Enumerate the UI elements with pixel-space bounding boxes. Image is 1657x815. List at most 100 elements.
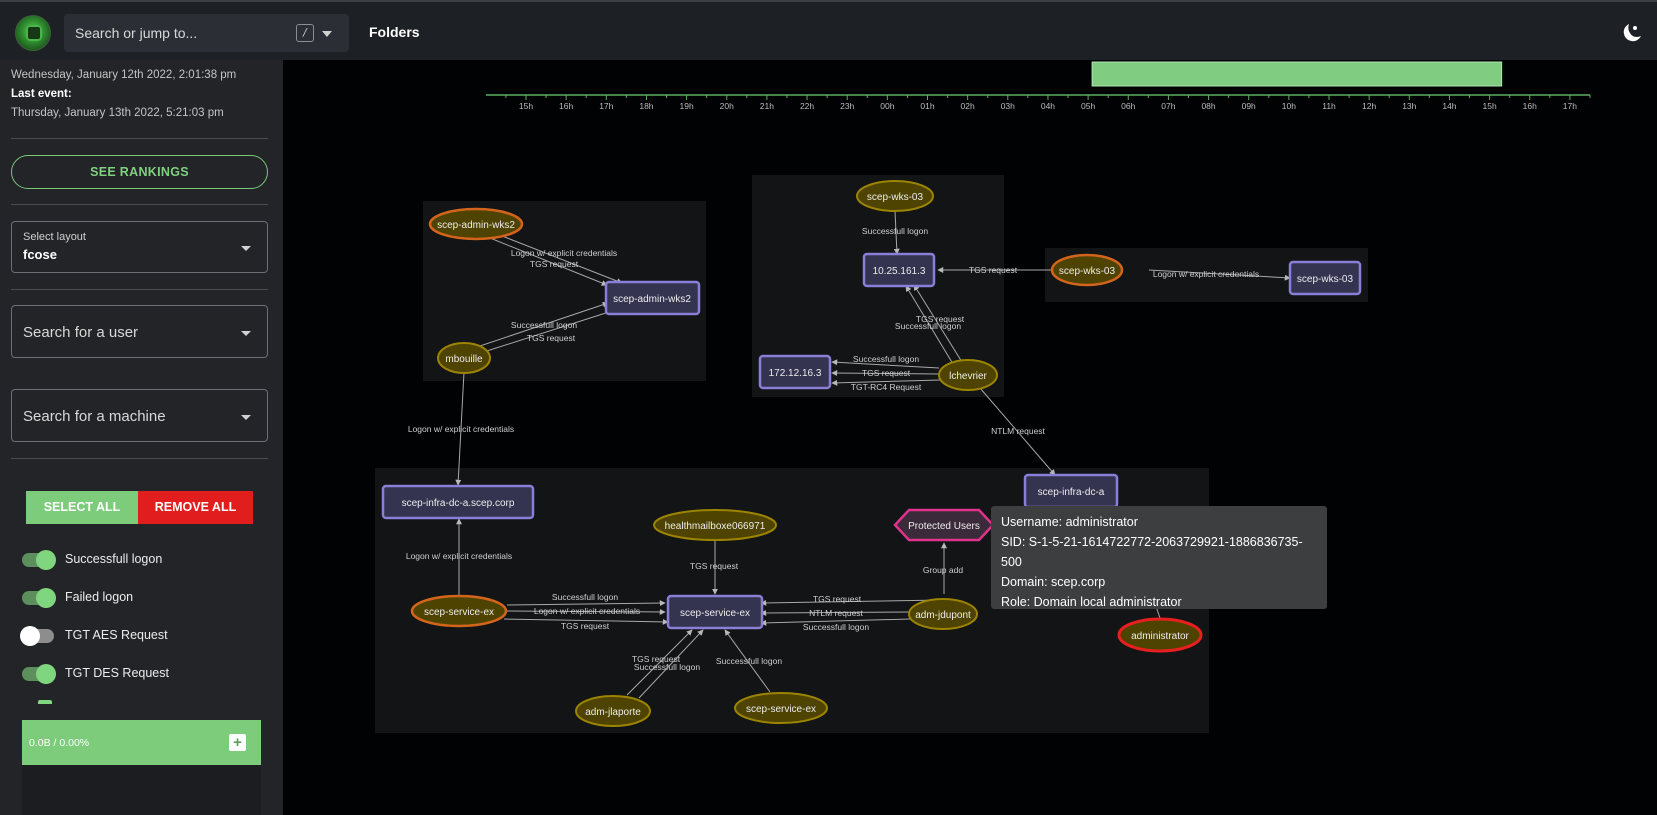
- app-logo[interactable]: [15, 15, 51, 51]
- user-node-label: healthmailboxe066971: [665, 521, 766, 532]
- user-node-shape[interactable]: [410, 594, 508, 628]
- edge-label: Logon w/ explicit credentials: [511, 248, 617, 258]
- tooltip-domain: Domain: scep.corp: [1001, 575, 1106, 589]
- user-node-shape[interactable]: [428, 207, 524, 241]
- timeline-tick-label: 05h: [1081, 101, 1095, 111]
- graph-edge[interactable]: [913, 284, 963, 363]
- first-event-time: Wednesday, January 12th 2022, 2:01:38 pm: [11, 69, 237, 81]
- graph-edge[interactable]: [503, 618, 669, 625]
- graph-edge[interactable]: [496, 233, 623, 284]
- edge-label: TGS request: [969, 265, 1018, 275]
- timeline-tick-label: 07h: [1161, 101, 1175, 111]
- timeline-tick-label: 20h: [720, 101, 734, 111]
- upload-status-text: 0.0B / 0.00%: [29, 737, 90, 749]
- graph-edge[interactable]: [1148, 269, 1291, 281]
- machine-node-shape[interactable]: [381, 484, 535, 520]
- machine-search-input[interactable]: Search for a machine: [11, 389, 268, 442]
- machine-node-label: scep-wks-03: [1297, 274, 1354, 285]
- remove-all-button[interactable]: REMOVE ALL: [138, 491, 253, 524]
- toggle-switch[interactable]: [22, 664, 56, 684]
- graph-edge[interactable]: [455, 371, 465, 486]
- edge-label: Logon w/ explicit credentials: [1153, 269, 1259, 279]
- search-placeholder: Search or jump to...: [75, 25, 198, 41]
- filter-label: TGT DES Request: [65, 666, 169, 680]
- node-tooltip: Username: administrator SID: S-1-5-21-16…: [991, 506, 1327, 609]
- timeline-tick-label: 13h: [1402, 101, 1416, 111]
- user-node-shape[interactable]: [437, 342, 491, 374]
- user-search-input[interactable]: Search for a user: [11, 305, 268, 358]
- divider: [11, 204, 268, 205]
- machine-node-shape[interactable]: [758, 354, 832, 390]
- graph-edge[interactable]: [638, 629, 704, 699]
- logo-face-icon: [26, 25, 42, 41]
- timeline-tick-label: 06h: [1121, 101, 1135, 111]
- toggle-switch[interactable]: [22, 550, 56, 570]
- edge-label: Successfull logon: [511, 320, 577, 330]
- edge-label: Successfull logon: [862, 226, 928, 236]
- graph-edge[interactable]: [626, 629, 693, 696]
- graph-edge[interactable]: [461, 301, 609, 353]
- graph-edge[interactable]: [831, 359, 940, 369]
- chevron-down-icon[interactable]: [322, 31, 332, 37]
- user-node-shape[interactable]: [938, 359, 998, 391]
- timeline-tick-label: 19h: [680, 101, 694, 111]
- graph-edge[interactable]: [760, 599, 945, 606]
- toggle-switch[interactable]: [22, 588, 56, 608]
- tooltip-username: Username: administrator: [1001, 515, 1138, 529]
- user-node-shape[interactable]: [1050, 253, 1124, 287]
- graph-edge[interactable]: [831, 379, 942, 386]
- user-node-shape[interactable]: [908, 598, 978, 630]
- graph-edge[interactable]: [760, 609, 911, 616]
- timeline-tick-label: 03h: [1001, 101, 1015, 111]
- user-node-shape[interactable]: [653, 509, 777, 541]
- graph-edge[interactable]: [979, 387, 1056, 476]
- graph-edge[interactable]: [484, 235, 608, 286]
- timeline-selection[interactable]: [1091, 61, 1503, 87]
- user-node-shape[interactable]: [1117, 617, 1203, 653]
- toggle-switch[interactable]: [20, 626, 54, 646]
- filter-label: Failed logon: [65, 590, 134, 604]
- machine-node-label: scep-infra-dc-a: [1038, 487, 1105, 498]
- timeline-tick-label: 18h: [639, 101, 653, 111]
- edge-label: Successfull logon: [716, 656, 782, 666]
- machine-node-label: scep-service-ex: [680, 608, 750, 619]
- edge-label: TGS request: [916, 314, 965, 324]
- machine-node-shape[interactable]: [862, 252, 936, 288]
- theme-toggle-icon[interactable]: [1620, 22, 1642, 44]
- graph-edge[interactable]: [893, 210, 900, 255]
- graph-edge[interactable]: [760, 618, 911, 626]
- user-node-label: scep-wks-03: [867, 192, 924, 203]
- machine-node-shape[interactable]: [1288, 260, 1362, 296]
- graph-edge[interactable]: [905, 285, 954, 365]
- graph-edge[interactable]: [831, 370, 940, 377]
- edge-label: Successfull logon: [895, 321, 961, 331]
- user-node-label: administrator: [1131, 631, 1189, 642]
- graph-edge[interactable]: [467, 309, 613, 358]
- timeline-tick-label: 15h: [1483, 101, 1497, 111]
- sidebar: Wednesday, January 12th 2022, 2:01:38 pm…: [0, 60, 283, 815]
- timeline-tick-label: 14h: [1442, 101, 1456, 111]
- plus-icon[interactable]: +: [229, 734, 246, 751]
- global-search-input[interactable]: Search or jump to... /: [64, 14, 349, 52]
- chevron-down-icon: [241, 246, 251, 251]
- graph-edge[interactable]: [724, 629, 771, 693]
- edge-label: TGS request: [530, 259, 579, 269]
- user-node-shape[interactable]: [856, 180, 934, 212]
- layout-select[interactable]: Select layout fcose: [11, 221, 268, 273]
- select-all-button[interactable]: SELECT ALL: [26, 491, 138, 524]
- see-rankings-button[interactable]: SEE RANKINGS: [11, 155, 268, 189]
- edge-label: Successfull logon: [634, 662, 700, 672]
- user-node-shape[interactable]: [734, 692, 828, 724]
- user-node-label: scep-wks-03: [1059, 266, 1116, 277]
- machine-node-shape[interactable]: [604, 280, 701, 316]
- timeline-tick-label: 22h: [800, 101, 814, 111]
- graph-edge[interactable]: [506, 600, 666, 607]
- edge-label: Successfull logon: [552, 592, 618, 602]
- user-node-shape[interactable]: [575, 695, 651, 727]
- graph-edge[interactable]: [506, 608, 666, 615]
- tooltip-sid: SID: S-1-5-21-1614722772-2063729921-1886…: [1001, 535, 1303, 569]
- machine-node-shape[interactable]: [666, 594, 764, 630]
- folders-link[interactable]: Folders: [369, 24, 420, 40]
